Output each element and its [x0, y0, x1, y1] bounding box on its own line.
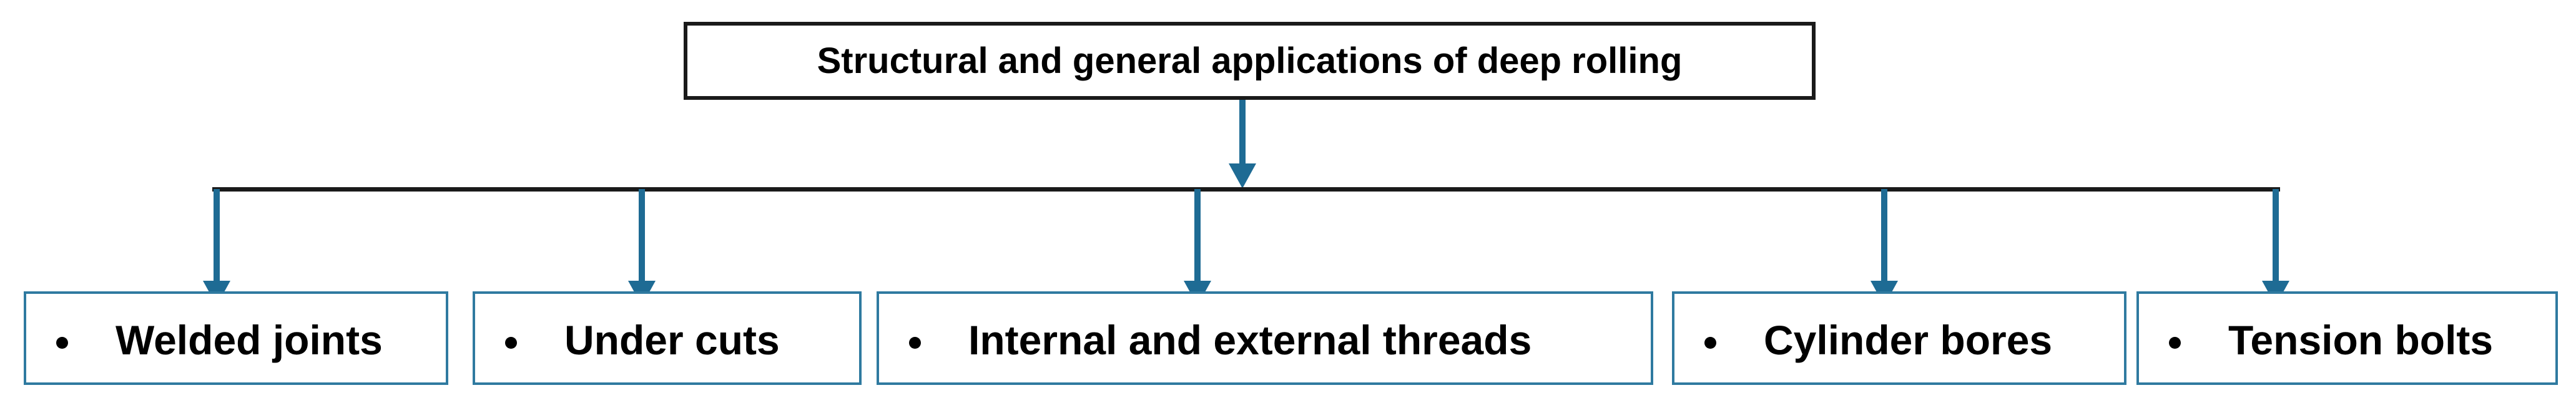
child-box-cylinder-bores: Cylinder bores — [1672, 291, 2126, 385]
arrow-stem — [639, 189, 645, 281]
child-box-under-cuts: Under cuts — [473, 291, 862, 385]
bullet-icon — [56, 336, 68, 349]
child-box-welded-joints: Welded joints — [24, 291, 448, 385]
bullet-icon — [1704, 336, 1716, 349]
arrow-from-root-icon — [1229, 100, 1256, 188]
child-box-internal-external-threads: Internal and external threads — [877, 291, 1653, 385]
arrow-to-under-cuts-icon — [628, 189, 656, 306]
bullet-icon — [909, 336, 921, 349]
arrow-to-cylinder-bores-icon — [1871, 189, 1898, 306]
child-label-internal-external-threads: Internal and external threads — [968, 317, 1532, 363]
bullet-icon — [2169, 336, 2181, 349]
arrow-to-welded-joints-icon — [203, 189, 230, 306]
arrow-to-internal-external-threads-icon — [1184, 189, 1211, 306]
arrow-to-tension-bolts-icon — [2262, 189, 2289, 306]
arrow-stem — [214, 189, 220, 281]
root-node-box: Structural and general applications of d… — [684, 22, 1816, 100]
child-label-tension-bolts: Tension bolts — [2228, 317, 2494, 363]
bullet-icon — [505, 336, 517, 349]
arrow-stem — [1881, 189, 1887, 281]
arrow-stem — [1194, 189, 1201, 281]
root-node-label: Structural and general applications of d… — [817, 41, 1683, 81]
arrow-head — [1229, 163, 1256, 188]
arrow-stem — [1239, 100, 1246, 163]
child-label-under-cuts: Under cuts — [564, 317, 780, 363]
child-label-welded-joints: Welded joints — [116, 317, 383, 363]
arrow-stem — [2273, 189, 2279, 281]
connector-line — [212, 187, 2280, 192]
child-box-tension-bolts: Tension bolts — [2136, 291, 2558, 385]
child-label-cylinder-bores: Cylinder bores — [1764, 317, 2053, 363]
